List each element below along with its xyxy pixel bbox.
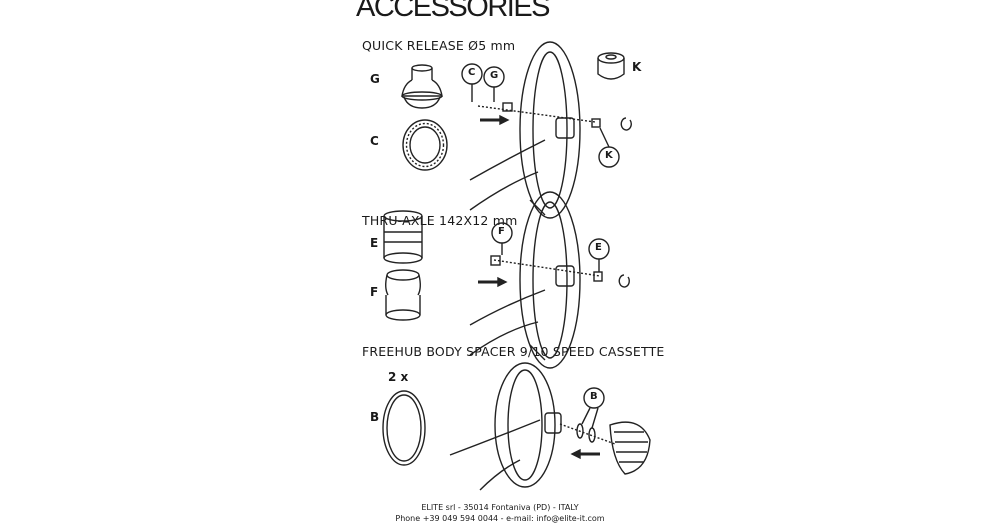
page-title: ACCESSORIES [356,0,551,23]
footer-contact: Phone +39 049 594 0044 - e-mail: info@el… [395,514,605,523]
wheel-frame-2 [469,191,630,369]
callout-b [581,387,605,429]
callout-g [483,66,505,102]
part-label-b: B [370,410,380,424]
part-b-drawing [382,390,426,466]
callout-c-label: C [468,67,476,78]
footer-address: ELITE srl - 35014 Fontaniva (PD) - ITALY [421,503,579,512]
section-heading-quick-release: QUICK RELEASE Ø5 mm [362,38,516,53]
wheel-frame-3 [449,362,651,491]
part-c-drawing [402,119,448,171]
part-label-e: E [370,236,379,250]
part-k-drawing [597,52,625,80]
part-label-g: G [370,72,380,86]
part-e-drawing [383,210,423,264]
quantity-label: 2 x [388,370,409,384]
callout-e [588,238,610,272]
callout-f-label: F [498,226,505,237]
callout-c [461,63,483,102]
callout-k [598,127,620,168]
callout-k-label: K [605,150,613,161]
callout-g-label: G [490,70,499,81]
callout-b-label: B [590,391,598,402]
part-g-drawing [401,64,443,109]
section-heading-freehub-spacer: FREEHUB BODY SPACER 9/10 SPEED CASSETTE [362,344,665,359]
part-label-f: F [370,285,379,299]
wheel-frame-1 [469,41,632,219]
part-f-drawing [385,269,421,321]
part-label-k: K [632,60,642,74]
section-heading-thru-axle: THRU-AXLE 142X12 mm [362,213,518,228]
callout-f [491,222,513,255]
callout-e-label: E [595,242,602,253]
part-label-c: C [370,134,379,148]
